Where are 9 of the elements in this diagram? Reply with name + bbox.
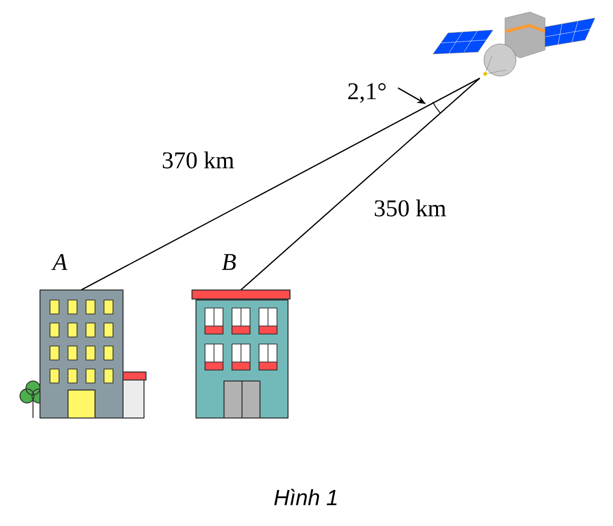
edge-label: 370 km	[162, 152, 234, 168]
point-label: B	[222, 254, 236, 270]
point-label: A	[51, 254, 68, 270]
angle-label: 2,1°	[348, 83, 386, 103]
edge-label: 350 km	[374, 200, 446, 216]
caption: Hình 1	[274, 488, 337, 506]
line	[81, 78, 480, 290]
satellite-drawing	[432, 12, 596, 76]
line	[240, 78, 480, 290]
